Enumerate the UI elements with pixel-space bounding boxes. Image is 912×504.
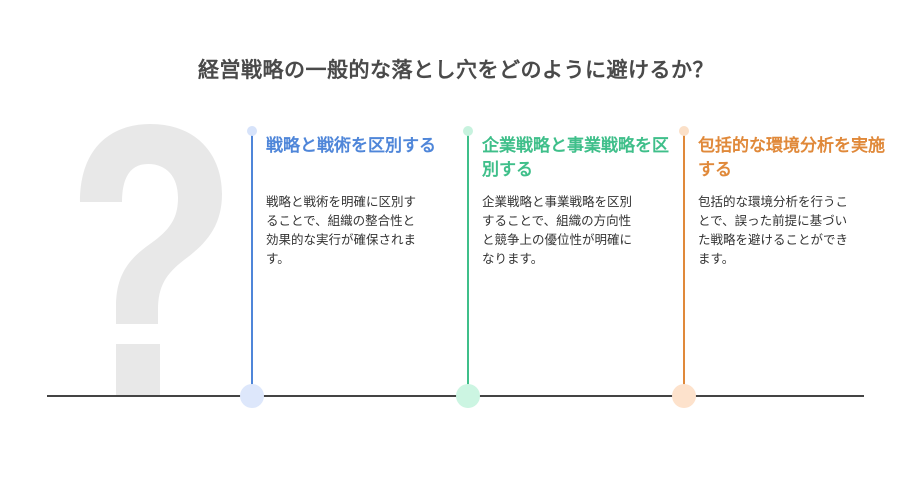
step-2-description: 企業戦略と事業戦略を区別することで、組織の方向性と競争上の優位性が明確になります… (482, 194, 633, 266)
step-2-stem (467, 131, 469, 393)
step-3-top-dot (679, 126, 689, 136)
step-1-title: 戦略と戦術を区別する (266, 136, 436, 156)
step-2-bottom-dot (456, 384, 480, 408)
step-1-top-dot (247, 126, 257, 136)
step-3-description: 包括的な環境分析を行うことで、誤った前提に基づいた戦略を避けることができます。 (698, 194, 849, 266)
question-mark-icon (80, 124, 222, 396)
step-3-bottom-dot (672, 384, 696, 408)
step-1-stem (251, 131, 253, 393)
step-2-top-dot (463, 126, 473, 136)
step-3-title: 包括的な環境分析を実施する (698, 136, 885, 180)
page-title: 経営戦略の一般的な落とし穴をどのように避けるか？ (198, 58, 714, 82)
step-1-description: 戦略と戦術を明確に区別することで、組織の整合性と効果的な実行が確保されます。 (266, 194, 417, 266)
step-2-title: 企業戦略と事業戦略を区別する (482, 136, 669, 180)
step-3-stem (683, 131, 685, 393)
step-1-bottom-dot (240, 384, 264, 408)
timeline-baseline (47, 395, 864, 397)
